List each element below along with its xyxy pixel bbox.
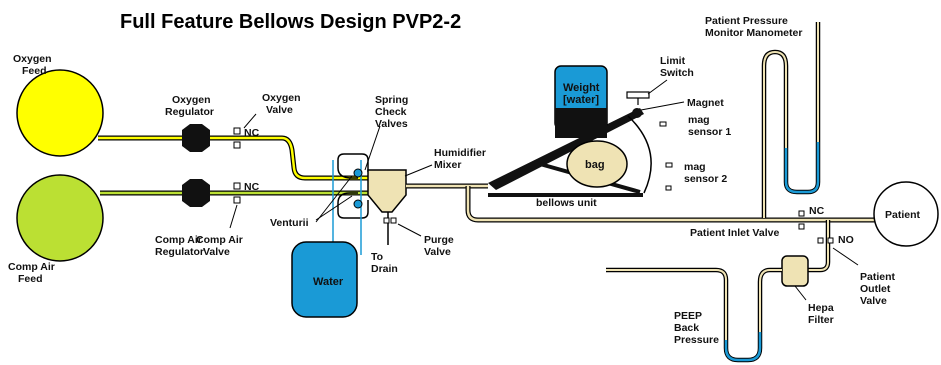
mag-sensor-1-label-2: sensor 1	[688, 126, 731, 138]
patient-outlet-label-2: Outlet	[860, 283, 891, 295]
patient-pressure-label-1: Patient Pressure	[705, 15, 788, 27]
hepa-filter	[781, 255, 809, 287]
comp-air-feed-tank	[16, 174, 104, 262]
comp-air-feed-label-2: Feed	[18, 273, 43, 285]
purge-valve-label-2: Valve	[424, 246, 451, 258]
magnet-label: Magnet	[687, 97, 724, 109]
check-valve-upper	[353, 168, 363, 178]
patient-outlet-label-1: Patient	[860, 271, 896, 283]
manometer-fluid	[784, 142, 820, 194]
mag-sensor-2	[665, 162, 673, 168]
comp-air-valve-label-1: Comp Air	[196, 234, 243, 246]
weight-label-1: Weight	[563, 82, 600, 94]
air-nc-label: NC	[244, 181, 260, 193]
oxygen-feed-label-2: Feed	[22, 65, 47, 77]
oxygen-feed-label-1: Oxygen	[13, 53, 52, 65]
mag-sensor-1	[659, 121, 667, 127]
mag-sensor-1-label-1: mag	[688, 114, 710, 126]
hepa-filter-label-1: Hepa	[808, 302, 834, 314]
patient-nc-label: NC	[809, 205, 825, 217]
lower-venturi-loop	[337, 192, 369, 219]
oxygen-valve-bottom	[233, 141, 241, 149]
patient-outlet-label-3: Valve	[860, 295, 887, 307]
mag-sensor-2-label-1: mag	[684, 161, 706, 173]
patient-outlet-valve-left	[817, 237, 824, 244]
peep-label-3: Pressure	[674, 334, 719, 346]
water-label: Water	[313, 276, 344, 288]
air-valve-top	[233, 182, 241, 190]
patient-supply-line	[466, 186, 878, 222]
purge-valve-right	[390, 217, 397, 224]
purge-valve-left	[383, 217, 390, 224]
comp-air-valve-label-2: Valve	[203, 246, 230, 258]
patient-inlet-valve-label: Patient Inlet Valve	[690, 227, 779, 239]
humidifier-label-2: Mixer	[434, 159, 461, 171]
weight-bottom	[555, 108, 607, 138]
oxygen-regulator	[182, 124, 210, 152]
patient-label: Patient	[885, 209, 921, 221]
magnet	[632, 108, 642, 118]
oxygen-nc-label: NC	[244, 127, 260, 139]
limit-switch-label-2: Switch	[660, 67, 694, 79]
comp-air-regulator-label-1: Comp Air	[155, 234, 202, 246]
peep-label-2: Back	[674, 322, 699, 334]
comp-air-regulator	[182, 179, 210, 207]
limit-switch-label-1: Limit	[660, 55, 686, 67]
patient-outlet-valve-right	[827, 237, 834, 244]
humidifier-label-1: Humidifier	[434, 147, 486, 159]
oxygen-regulator-label-1: Oxygen	[172, 94, 211, 106]
air-valve-bottom	[233, 196, 241, 204]
check-valve-lower	[353, 199, 363, 209]
patient-inlet-valve-top	[798, 210, 805, 217]
patient-inlet-valve-bottom	[798, 223, 805, 230]
purge-valve-label-1: Purge	[424, 234, 454, 246]
patient-no-label: NO	[838, 234, 854, 246]
oxygen-valve-label-1: Oxygen	[262, 92, 301, 104]
comp-air-feed-label-1: Comp Air	[8, 261, 55, 273]
peep-fluid	[724, 332, 762, 362]
spring-check-label-2: Check	[375, 106, 407, 118]
bag-label: bag	[585, 159, 605, 171]
weight-label-2: [water]	[563, 94, 599, 106]
oxygen-regulator-label-2: Regulator	[165, 106, 214, 118]
bellows-unit-label: bellows unit	[536, 197, 597, 209]
patient-circle	[873, 181, 939, 247]
to-drain-label-1: To	[371, 251, 383, 263]
comp-air-regulator-label-2: Regulator	[155, 246, 204, 258]
water-reservoir	[291, 241, 358, 318]
hepa-filter-label-2: Filter	[808, 314, 834, 326]
bag	[566, 140, 628, 188]
venturii-label: Venturii	[270, 217, 309, 229]
patient-pressure-label-2: Monitor Manometer	[705, 27, 802, 39]
oxygen-valve-label-2: Valve	[266, 104, 293, 116]
mag-sensor-2-label-2: sensor 2	[684, 173, 727, 185]
peep-label-1: PEEP	[674, 310, 702, 322]
bellows-arc	[627, 115, 652, 194]
upper-venturi-loop	[337, 153, 369, 179]
to-drain-label-2: Drain	[371, 263, 398, 275]
oxygen-valve-top	[233, 127, 241, 135]
spring-check-label-1: Spring	[375, 94, 408, 106]
diagram-title: Full Feature Bellows Design PVP2-2	[120, 11, 461, 33]
limit-switch	[626, 91, 650, 99]
oxygen-feed-tank	[16, 69, 104, 157]
spring-check-label-3: Valves	[375, 118, 408, 130]
oxygen-line	[98, 136, 370, 180]
humidifier-mixer	[367, 169, 407, 213]
